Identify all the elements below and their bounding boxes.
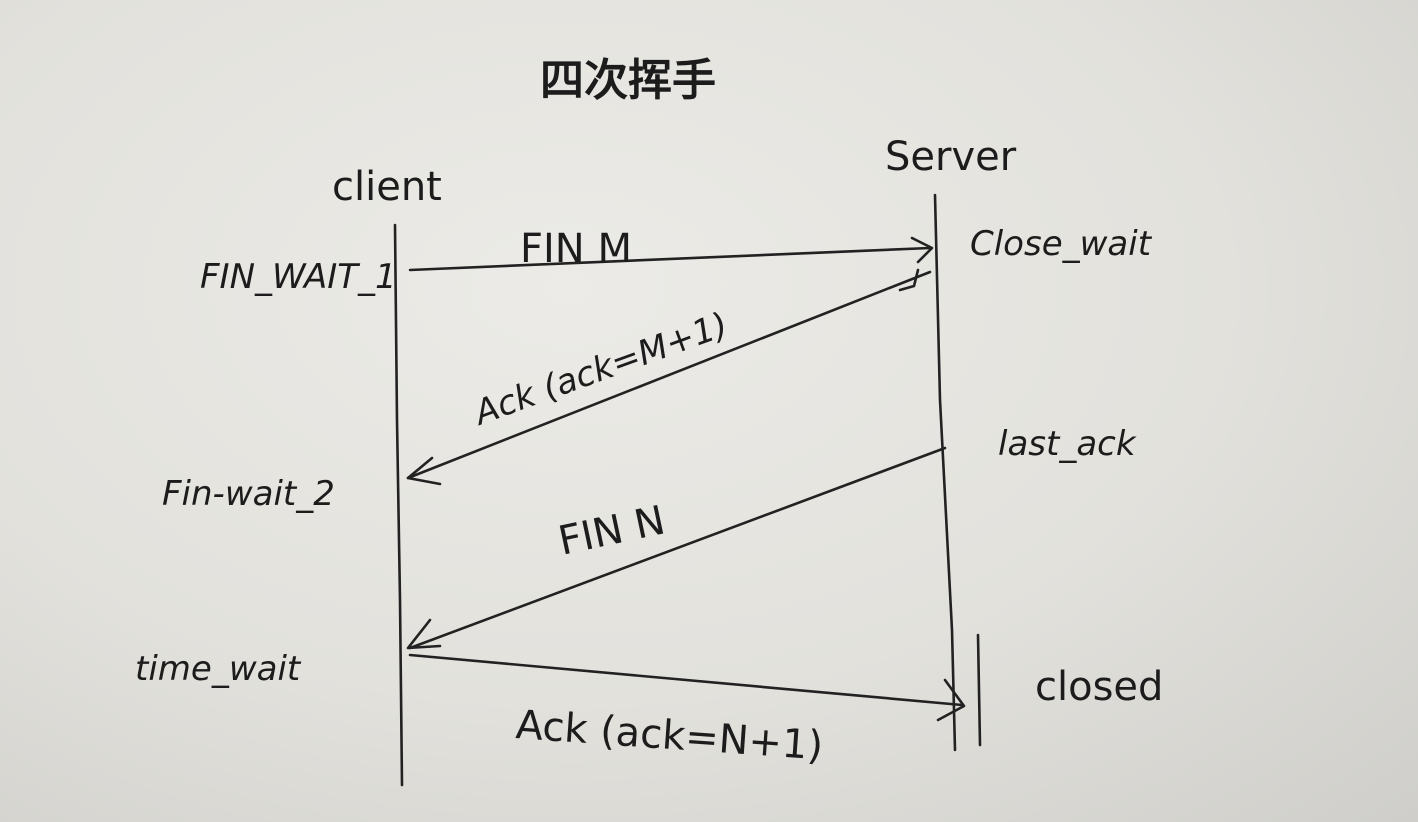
client-state-time-wait: time_wait xyxy=(135,649,302,689)
fin-n-arrowhead xyxy=(406,618,442,650)
fin-m-arrow-line xyxy=(408,246,932,272)
ack-n-arrowhead xyxy=(936,678,966,722)
client-lifeline xyxy=(393,223,404,787)
ack-n-label: Ack (ack=N+1) xyxy=(514,702,824,769)
client-label: client xyxy=(332,164,442,210)
diagram-title: 四次挥手 xyxy=(540,55,716,106)
message-ack-n: Ack (ack=N+1) xyxy=(408,653,966,769)
ack-m-arrow-line xyxy=(406,270,932,480)
ack-m-arrowhead xyxy=(406,456,442,486)
message-fin-m: FIN M xyxy=(408,226,934,272)
client-state-fin-wait-1: FIN_WAIT_1 xyxy=(200,257,397,297)
fin-m-arrowhead xyxy=(910,236,934,264)
ack-n-arrow-line xyxy=(408,653,964,707)
server-state-close-wait: Close_wait xyxy=(970,224,1153,264)
client-state-fin-wait-2: Fin-wait_2 xyxy=(162,474,335,514)
server-state-last-ack: last_ack xyxy=(998,424,1137,464)
ack-m-tail-mark xyxy=(898,268,920,292)
server-state-closed: closed xyxy=(1035,664,1163,710)
fin-n-arrow-line xyxy=(408,446,947,650)
fin-m-label: FIN M xyxy=(520,226,632,272)
ack-m-label: Ack (ack=M+1) xyxy=(468,305,734,434)
message-fin-n: FIN N xyxy=(406,446,947,650)
server-lifeline xyxy=(933,193,957,752)
server-closed-bar xyxy=(976,633,982,747)
server-label: Server xyxy=(885,134,1017,180)
message-ack-m: Ack (ack=M+1) xyxy=(406,268,932,486)
fin-n-label: FIN N xyxy=(555,497,670,564)
